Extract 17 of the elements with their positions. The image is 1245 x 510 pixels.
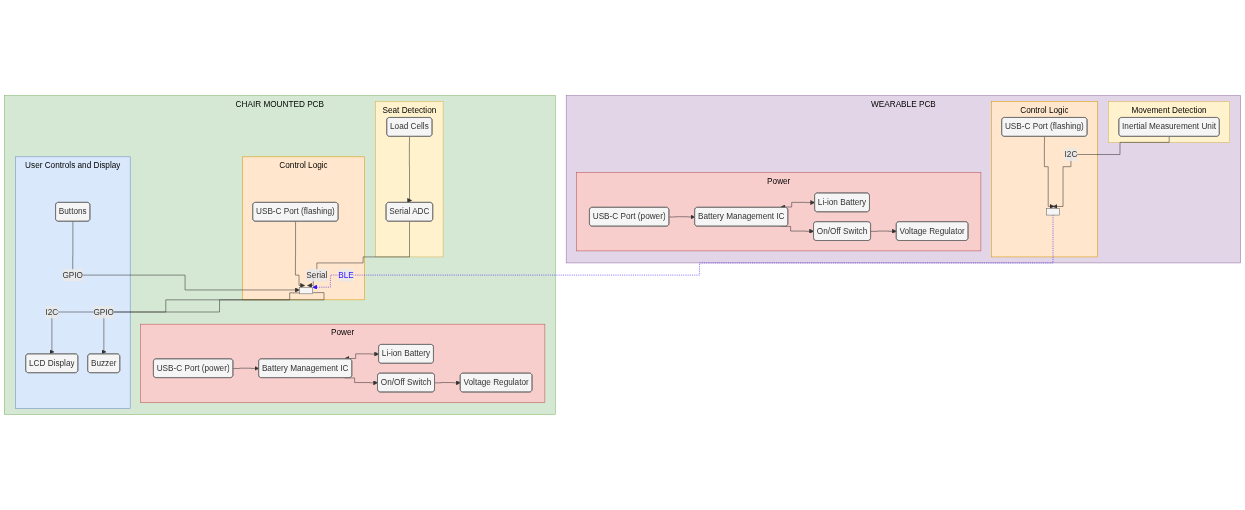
cluster — [375, 101, 444, 258]
edge-label: BLE — [338, 270, 354, 280]
cluster — [991, 101, 1098, 258]
edge-label: I2C — [45, 306, 59, 317]
cluster — [242, 156, 365, 301]
edge-label: I2C — [1064, 149, 1078, 159]
cluster — [576, 172, 982, 252]
edge-label: GPIO — [93, 306, 114, 317]
node-box — [1046, 208, 1060, 216]
cluster — [4, 95, 556, 415]
edge-label: Serial — [306, 270, 328, 280]
cluster — [565, 95, 1241, 264]
cluster — [1108, 101, 1230, 143]
edge-label: GPIO — [62, 270, 83, 280]
cluster — [15, 156, 131, 409]
cluster — [140, 323, 546, 403]
node-box — [299, 287, 313, 295]
